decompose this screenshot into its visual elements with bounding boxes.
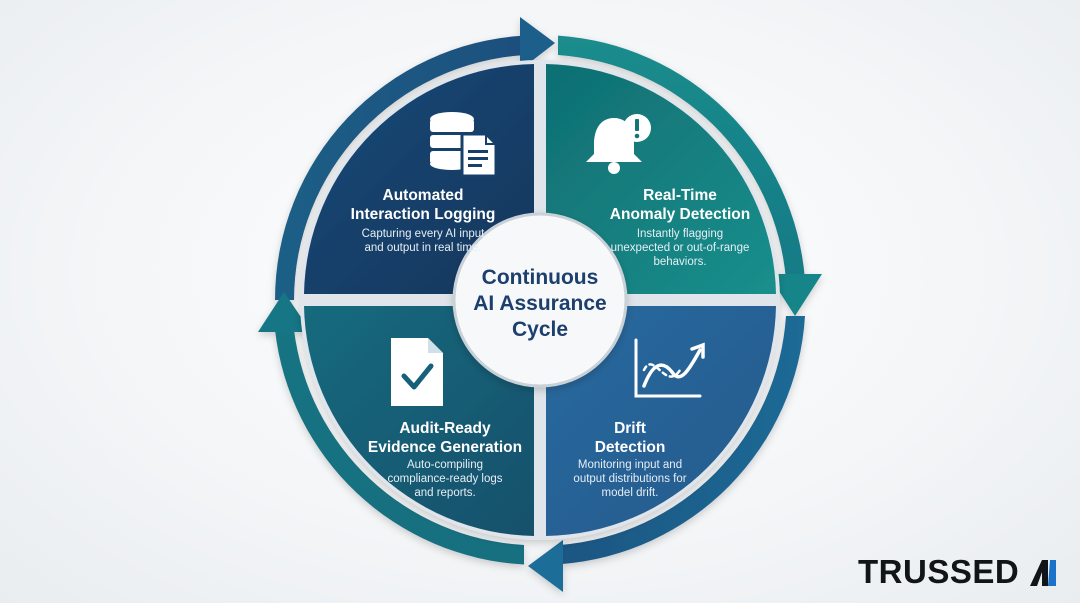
ring-arrow-left-icon [258, 292, 311, 332]
quadrant-logging [304, 64, 534, 294]
audit-desc-line3: and reports. [414, 487, 476, 499]
anomaly-desc-line3: behaviors. [653, 256, 707, 268]
audit-title-line2: Evidence Generation [367, 439, 523, 456]
brand-mark-icon [1030, 560, 1056, 586]
center-title-line2: AI Assurance [473, 292, 607, 315]
drift-title-line1: Drift [614, 420, 646, 437]
anomaly-title: Real-Time Anomaly Detection [565, 186, 795, 224]
brand-name: TRUSSED [858, 553, 1020, 590]
drift-title: Drift Detection [530, 419, 730, 457]
ring-arc-top-left [275, 35, 525, 300]
anomaly-title-line2: Anomaly Detection [609, 206, 751, 223]
anomaly-description: Instantly flagging unexpected or out-of-… [565, 227, 795, 269]
anomaly-title-line1: Real-Time [643, 187, 717, 204]
quadrant-audit [304, 306, 534, 536]
center-hub [452, 212, 628, 388]
logging-desc-line1: Capturing every AI input [361, 228, 485, 240]
audit-desc-line1: Auto-compiling [406, 459, 484, 471]
audit-desc-line2: compliance-ready logs [387, 473, 503, 485]
cycle-ring [258, 17, 822, 592]
drift-desc-line2: output distributions for [573, 473, 687, 485]
logging-title-line2: Interaction Logging [350, 206, 496, 223]
drift-desc-line1: Monitoring input and [577, 459, 683, 471]
drift-desc-line3: model drift. [601, 487, 659, 499]
quadrant-drift [546, 306, 776, 536]
database-document-icon [430, 112, 498, 178]
anomaly-desc-line1: Instantly flagging [636, 228, 724, 240]
ring-arrow-top-icon [520, 17, 555, 70]
ring-arc-bottom-left [275, 330, 524, 565]
center-title-line3: Cycle [511, 318, 569, 341]
trend-chart-icon [634, 338, 705, 398]
anomaly-desc-line2: unexpected or out-of-range [610, 242, 750, 254]
audit-description: Auto-compiling compliance-ready logs and… [340, 458, 550, 500]
ring-arrow-right-icon [768, 274, 822, 316]
audit-title: Audit-Ready Evidence Generation [340, 419, 550, 457]
center-title-line1: Continuous [481, 266, 599, 289]
center-title: Continuous AI Assurance Cycle [455, 265, 625, 343]
logging-description: Capturing every AI input and output in r… [318, 227, 528, 255]
drift-description: Monitoring input and output distribution… [530, 458, 730, 500]
logging-title-line1: Automated [382, 187, 464, 204]
drift-title-line2: Detection [594, 439, 666, 456]
logging-title: Automated Interaction Logging [318, 186, 528, 224]
brand-logo: TRUSSED [858, 552, 1058, 592]
ring-arc-top-right [558, 35, 805, 280]
checked-document-icon [391, 338, 443, 406]
audit-title-line1: Audit-Ready [399, 420, 491, 437]
alert-bell-icon [586, 114, 651, 174]
ring-arrow-bottom-icon [528, 540, 563, 592]
ring-arc-bottom-right [560, 316, 805, 565]
logging-desc-line2: and output in real time. [364, 242, 482, 254]
